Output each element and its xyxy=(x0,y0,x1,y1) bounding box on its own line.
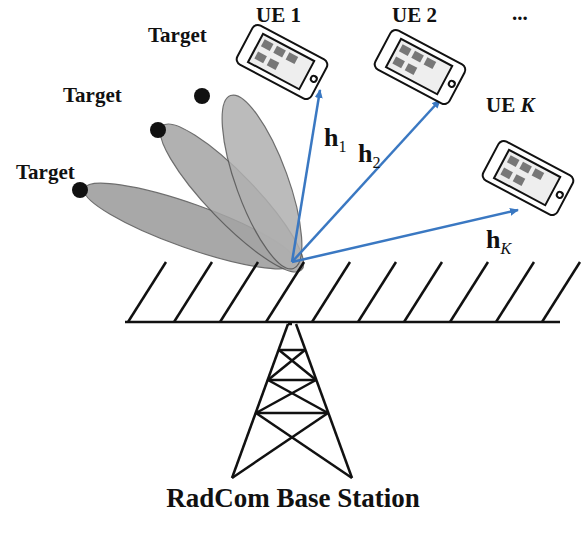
phone-icons xyxy=(235,23,576,217)
channel-label: hK xyxy=(486,226,511,258)
target-label: Target xyxy=(148,24,207,47)
ue-label: UE 1 xyxy=(256,4,301,27)
ue-label: UE 2 xyxy=(392,4,437,27)
target-label: Target xyxy=(63,84,122,107)
channel-label: h2 xyxy=(358,140,381,172)
tower xyxy=(232,324,352,478)
ue-label: UE K xyxy=(486,94,534,117)
target-label: Target xyxy=(16,161,75,184)
radar-beams xyxy=(77,87,319,287)
channel-label: h1 xyxy=(324,124,347,156)
antenna-array xyxy=(125,262,580,322)
station-label: RadCom Base Station xyxy=(166,484,420,514)
ellipsis-label: ... xyxy=(512,2,528,25)
